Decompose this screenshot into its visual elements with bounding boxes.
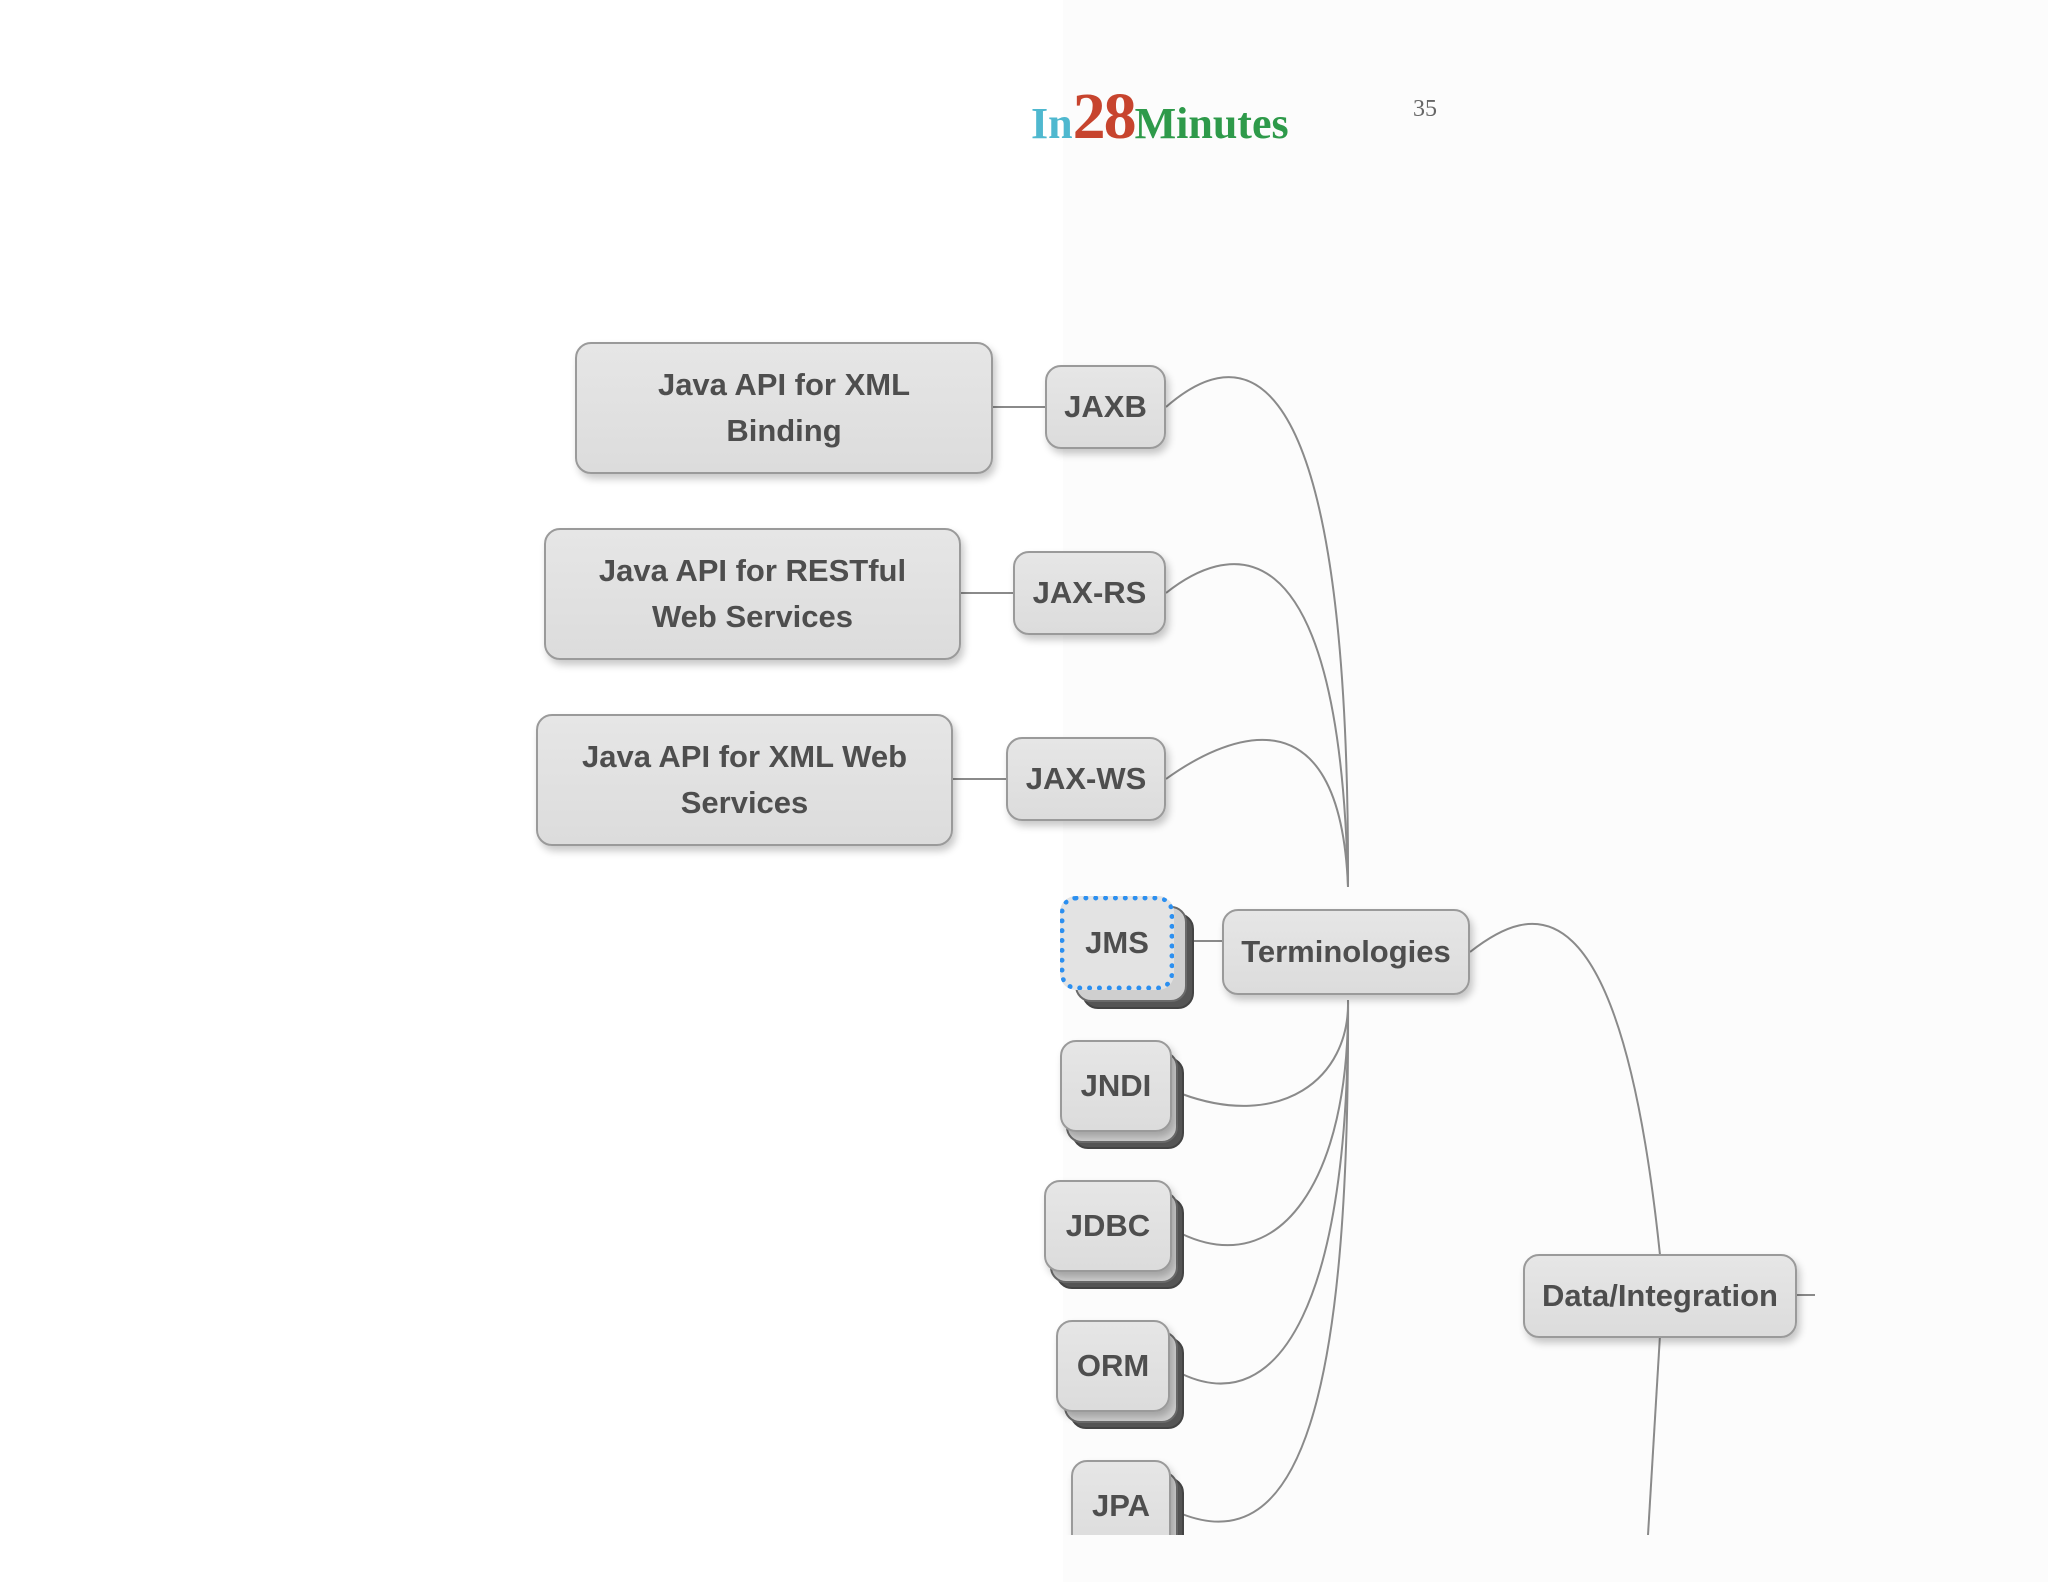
terminologies-node[interactable]: Terminologies xyxy=(1222,909,1470,995)
in28minutes-logo: In28Minutes xyxy=(1031,82,1289,152)
connector-orm-hub xyxy=(1181,999,1350,1385)
jaxrs-node[interactable]: JAX-RS xyxy=(1013,551,1166,635)
connector-jaxrs-hub xyxy=(1165,563,1349,888)
connector-jaxws-hub xyxy=(1165,738,1349,888)
connector-parent-down xyxy=(1647,1334,1661,1535)
jaxws-node[interactable]: JAX-WS xyxy=(1006,737,1166,821)
jaxws-description-line1: Java API for XML Web xyxy=(581,739,907,774)
connector-jndi-hub xyxy=(1181,999,1350,1107)
jdbc-node[interactable]: JDBC xyxy=(1044,1180,1172,1272)
jms-node[interactable]: JMS xyxy=(1060,896,1174,990)
page-number: 35 xyxy=(1413,96,1437,122)
logo-in: In xyxy=(1031,99,1073,148)
data-integration-node[interactable]: Data/Integration xyxy=(1523,1254,1797,1338)
jaxws-description-node[interactable]: Java API for XML Web Services xyxy=(536,714,953,846)
jaxrs-description-line1: Java API for RESTful xyxy=(598,553,907,588)
connector-jdbc-hub xyxy=(1181,999,1350,1246)
logo-minutes: Minutes xyxy=(1134,99,1289,148)
orm-node[interactable]: ORM xyxy=(1056,1320,1170,1412)
logo-28: 28 xyxy=(1072,80,1137,153)
jpa-node[interactable]: JPA xyxy=(1071,1460,1171,1535)
jaxb-description-node[interactable]: Java API for XML Binding xyxy=(575,342,993,474)
connector-lines xyxy=(953,376,1815,1535)
connector-jpa-hub xyxy=(1181,999,1350,1523)
connector-hub-parent xyxy=(1469,923,1661,1256)
jaxrs-description-line2: Web Services xyxy=(651,599,854,634)
jaxb-description-line2: Binding xyxy=(726,413,842,448)
jndi-node[interactable]: JNDI xyxy=(1060,1040,1172,1132)
jaxws-description-line2: Services xyxy=(680,785,809,820)
jaxb-description-line1: Java API for XML xyxy=(657,367,911,402)
jaxb-node[interactable]: JAXB xyxy=(1045,365,1166,449)
jaxrs-description-node[interactable]: Java API for RESTful Web Services xyxy=(544,528,961,660)
mind-map: Java API for XML Binding Java API for RE… xyxy=(520,320,1820,1535)
connector-jaxb-hub xyxy=(1165,376,1350,888)
